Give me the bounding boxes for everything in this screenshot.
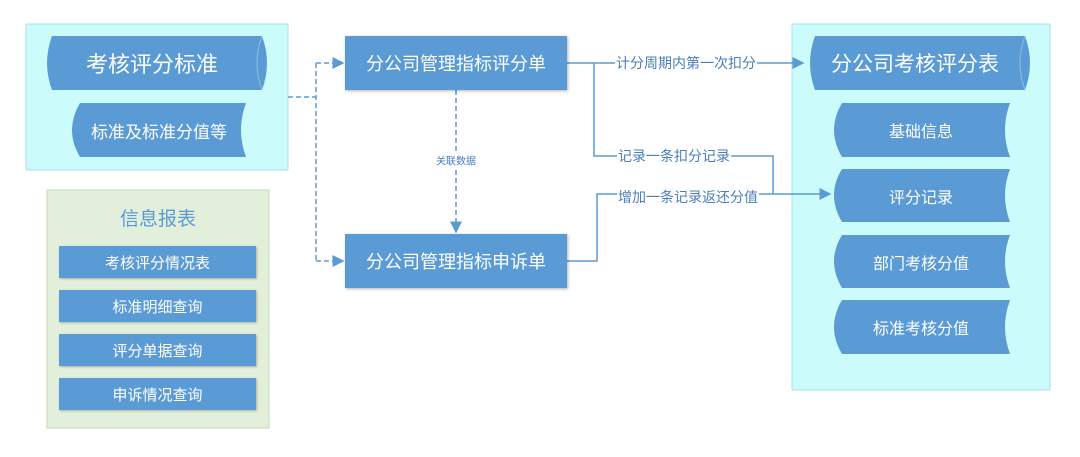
edge-label-record-deduct: 记录一条扣分记录 bbox=[617, 146, 731, 166]
dashed-connectors bbox=[288, 57, 462, 267]
right-title: 分公司考核评分表 bbox=[831, 52, 999, 76]
edge-label-first-deduct: 计分周期内第一次扣分 bbox=[615, 53, 757, 73]
appeal-form-box: 分公司管理指标申诉单 bbox=[345, 234, 567, 288]
right-cylinder bbox=[810, 36, 1030, 90]
report-item-score-status[interactable]: 考核评分情况表 bbox=[59, 246, 256, 278]
standards-title: 考核评分标准 bbox=[85, 53, 218, 78]
edge-label-return-score: 增加一条记录返还分值 bbox=[617, 187, 759, 207]
right-item-dept-score: 部门考核分值 bbox=[872, 253, 969, 273]
report-title: 信息报表 bbox=[119, 207, 196, 230]
link-label: 关联数据 bbox=[435, 152, 477, 168]
standards-cylinder bbox=[47, 36, 267, 90]
right-item-score-record: 评分记录 bbox=[888, 187, 953, 207]
score-form-box: 分公司管理指标评分单 bbox=[345, 36, 567, 90]
banner-shapes bbox=[72, 103, 1010, 354]
right-item-standard-score: 标准考核分值 bbox=[872, 319, 969, 338]
standards-subtitle: 标准及标准分值等 bbox=[91, 122, 227, 143]
right-item-basic-info: 基础信息 bbox=[888, 122, 953, 141]
report-item-standard-detail[interactable]: 标准明细查询 bbox=[59, 290, 256, 322]
report-item-score-docs[interactable]: 评分单据查询 bbox=[59, 334, 256, 366]
report-item-appeal-status[interactable]: 申诉情况查询 bbox=[59, 378, 256, 410]
